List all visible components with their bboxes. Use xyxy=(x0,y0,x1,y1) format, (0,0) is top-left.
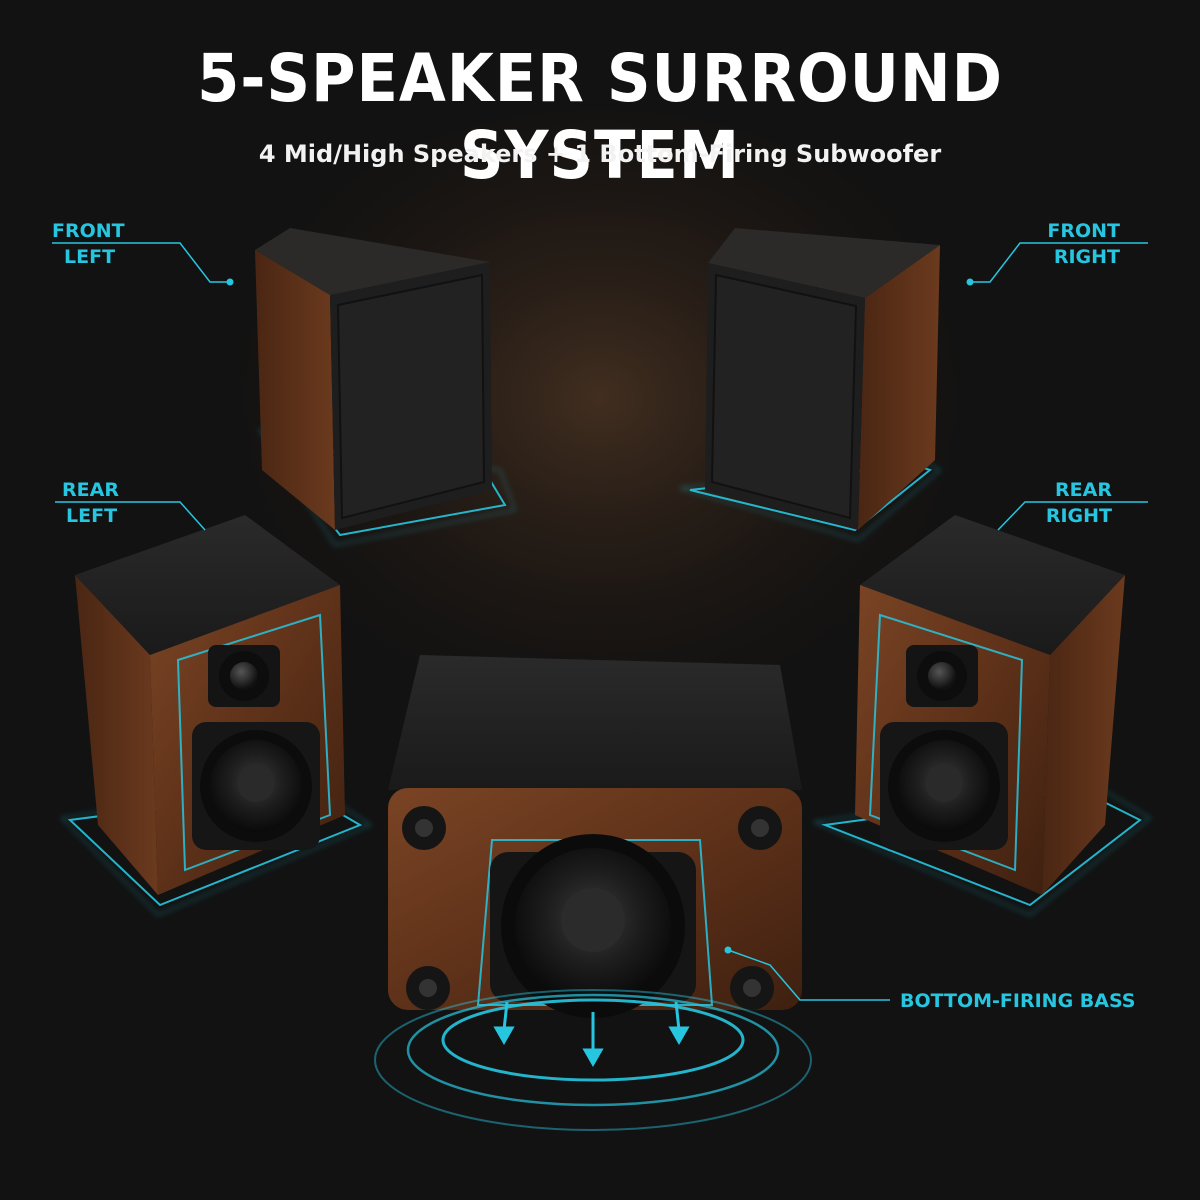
page-subtitle: 4 Mid/High Speakers + 1 Bottom-Firing Su… xyxy=(258,140,942,168)
rear-left-label-line2: LEFT xyxy=(66,505,118,527)
rear-left-speaker xyxy=(60,515,372,916)
front-left-label-line1: FRONT xyxy=(52,220,125,242)
callout-dots xyxy=(226,278,974,954)
page-title: 5-SPEAKER SURROUND SYSTEM xyxy=(197,40,1003,194)
front-right-label-line1: FRONT xyxy=(1047,220,1120,242)
rear-right-label: REAR RIGHT xyxy=(1046,477,1112,529)
rear-left-label: REAR LEFT xyxy=(62,477,119,529)
front-right-label: FRONT RIGHT xyxy=(1047,218,1120,270)
front-right-label-line2: RIGHT xyxy=(1053,246,1120,268)
callout-lines xyxy=(52,242,1148,1001)
front-left-label: FRONT LEFT xyxy=(52,218,125,270)
rear-right-label-line1: REAR xyxy=(1055,479,1112,501)
front-left-speaker xyxy=(255,228,517,546)
subwoofer xyxy=(374,655,812,1131)
rear-right-label-line2: RIGHT xyxy=(1045,505,1112,527)
rear-right-speaker xyxy=(812,515,1152,916)
bottom-firing-label: BOTTOM-FIRING BASS xyxy=(900,990,1136,1012)
front-left-label-line2: LEFT xyxy=(64,246,116,268)
rear-left-label-line1: REAR xyxy=(62,479,119,501)
front-right-speaker xyxy=(679,228,942,541)
